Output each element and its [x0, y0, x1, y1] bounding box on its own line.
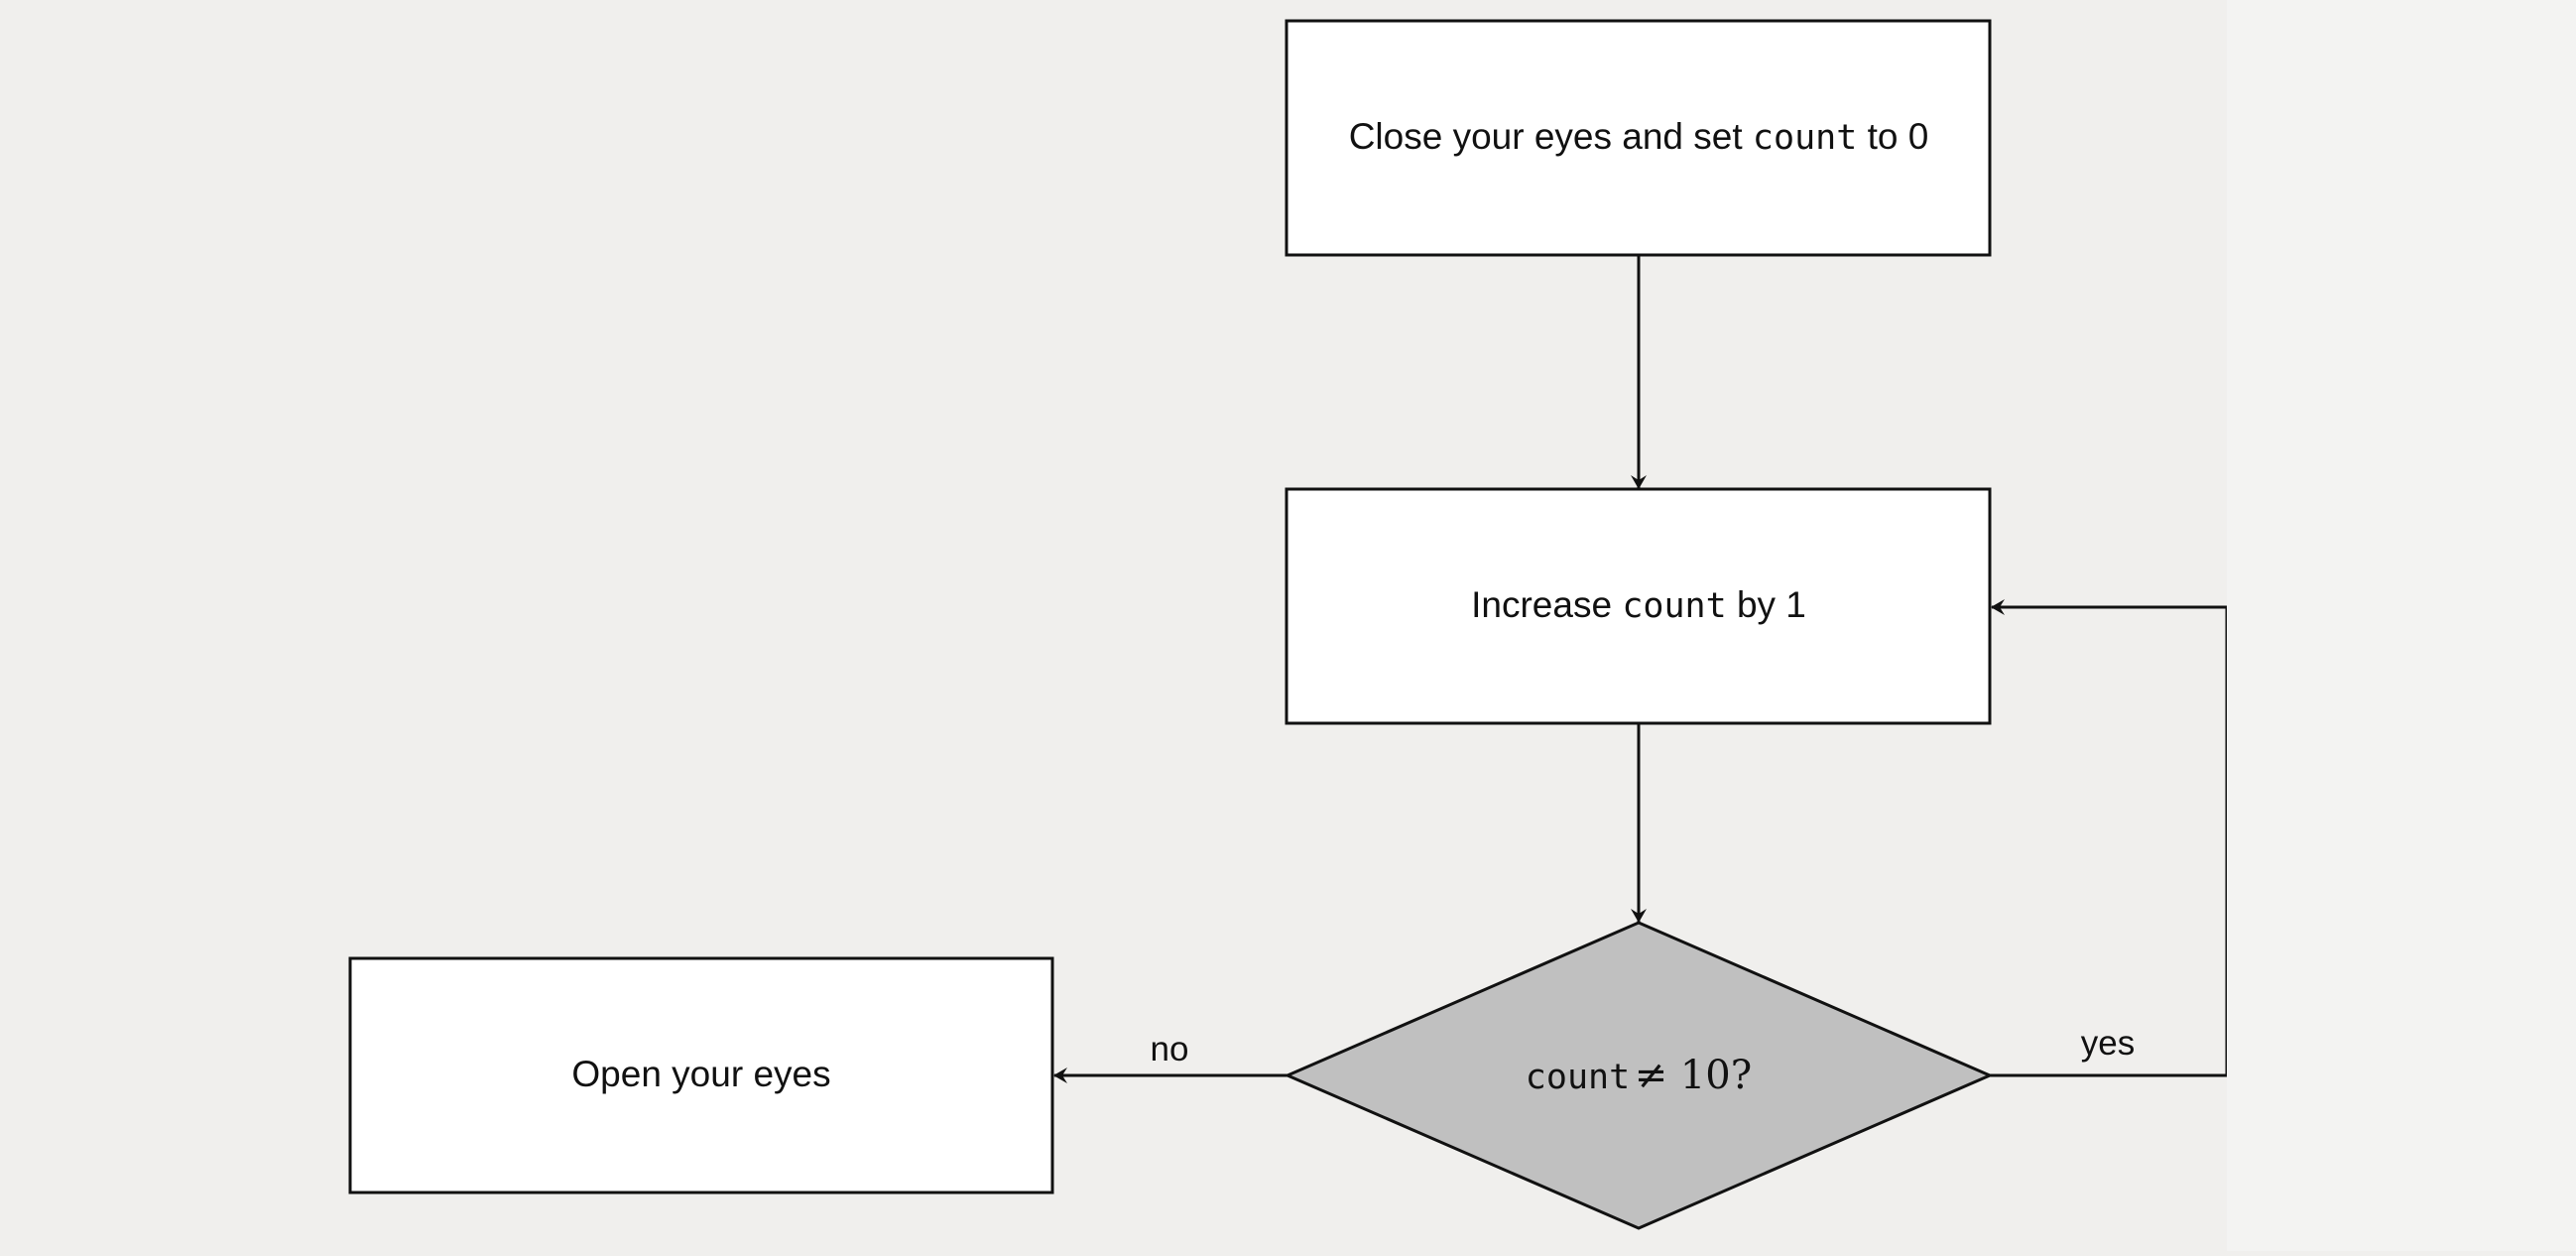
- increment-node: Increase count by 1: [1285, 487, 1992, 725]
- decision-node-code: count: [1526, 1058, 1630, 1097]
- edge-label-no: no: [1151, 1030, 1189, 1068]
- end-node-text: Open your eyes: [571, 1054, 830, 1094]
- increment-node-code: count: [1622, 586, 1726, 626]
- edge-label-yes: yes: [2081, 1024, 2135, 1063]
- start-node-text-after: to 0: [1868, 116, 1929, 157]
- end-node: Open your eyes: [348, 956, 1054, 1194]
- start-node-code: count: [1753, 118, 1857, 158]
- start-node-text-before: Close your eyes and set: [1349, 116, 1753, 157]
- decision-node: count ≠ 10?: [1284, 921, 1994, 1230]
- start-node: Close your eyes and set count to 0: [1285, 19, 1992, 257]
- svg-text:Increase count: Increase count by 1: [1471, 584, 1806, 626]
- increment-node-text-before: Increase: [1471, 584, 1622, 625]
- decision-node-math: ≠ 10?: [1635, 1053, 1753, 1098]
- right-background-strip: [2227, 0, 2576, 1251]
- increment-node-text-after: by 1: [1737, 584, 1806, 625]
- edge-decision-to-increment: yes: [1990, 599, 2229, 1077]
- svg-text:count ≠ 10?: count ≠ 10?: [1526, 1053, 1752, 1098]
- edge-decision-to-end: no: [1053, 1030, 1288, 1083]
- svg-text:Close your eyes and set: Close your eyes and set count to 0: [1349, 116, 1929, 158]
